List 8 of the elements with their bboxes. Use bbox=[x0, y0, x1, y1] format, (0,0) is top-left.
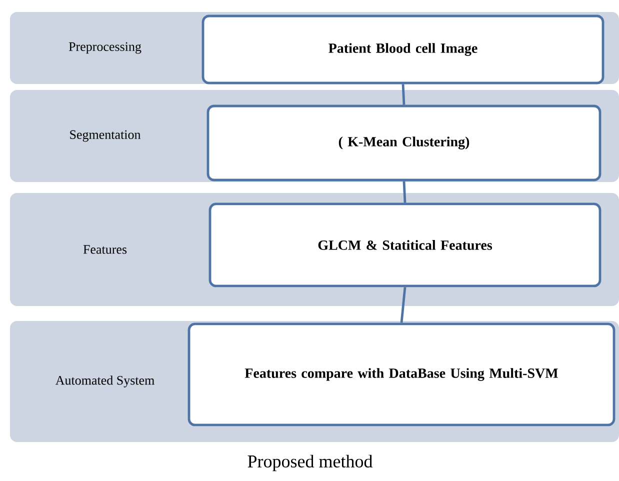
process-box: ( K-Mean Clustering) bbox=[206, 104, 602, 182]
process-box: Patient Blood cell Image bbox=[202, 14, 604, 84]
connector-line bbox=[400, 287, 406, 323]
connector-line bbox=[402, 84, 406, 105]
connector-line bbox=[402, 181, 406, 203]
caption: Proposed method bbox=[248, 454, 373, 472]
process-box: GLCM & Statitical Features bbox=[208, 202, 602, 288]
process-box: Features compare with DataBase Using Multi-SVM bbox=[188, 322, 616, 426]
